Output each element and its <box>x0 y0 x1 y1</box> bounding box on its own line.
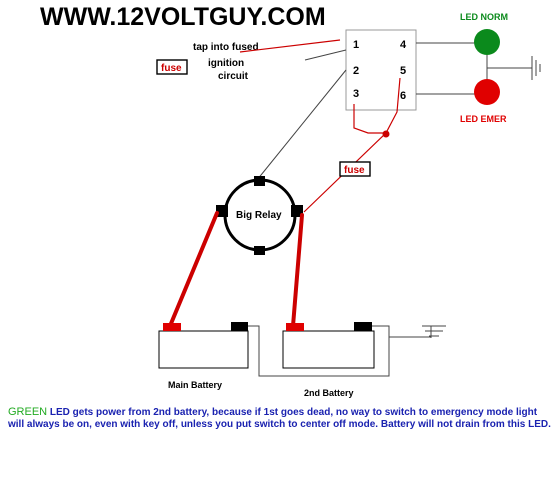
switch-pin-6: 6 <box>400 90 406 102</box>
cable-relay-to-main-battery <box>168 211 219 328</box>
site-title: WWW.12VOLTGUY.COM <box>40 3 326 31</box>
main-battery-positive <box>163 323 181 331</box>
fuse-2-box <box>339 161 371 177</box>
led-emer-icon <box>474 79 500 105</box>
junction-dot <box>382 130 390 138</box>
note-text: LED gets power from 2nd battery, because… <box>8 407 551 430</box>
explanation-note: GREEN LED gets power from 2nd battery, b… <box>8 406 553 431</box>
second-battery-label: 2nd Battery <box>304 388 354 398</box>
rocker-switch: 1 2 3 4 5 6 <box>345 29 417 111</box>
led-emer: LED EMER <box>460 79 507 124</box>
wire-pin3-pin5-loop <box>353 77 401 134</box>
relay-label: Big Relay <box>236 210 282 221</box>
led-wiring <box>416 42 532 95</box>
second-battery: 2nd Battery <box>282 322 375 398</box>
led-ground-icon <box>531 56 541 80</box>
switch-pin-3: 3 <box>353 88 359 100</box>
main-battery: Main Battery <box>158 322 249 390</box>
annotation-line-2: ignition <box>208 58 244 69</box>
led-norm-label: LED NORM <box>460 12 508 22</box>
annotation-line-1: tap into fused <box>193 42 259 53</box>
switch-pin-5: 5 <box>400 65 406 77</box>
wire-battery-ground-link <box>248 325 390 377</box>
annotation-pointer-line <box>239 39 341 53</box>
led-norm-icon <box>474 29 500 55</box>
relay-left-terminal <box>216 205 228 217</box>
fuse-label-2: fuse <box>339 161 371 177</box>
second-battery-negative <box>354 322 372 331</box>
main-battery-label: Main Battery <box>168 380 222 390</box>
relay-right-terminal <box>291 205 303 217</box>
wire-pin1-ignition <box>304 49 347 61</box>
main-battery-body <box>158 330 249 369</box>
relay-ground-terminal <box>254 246 265 255</box>
relay-coil-terminal <box>254 176 265 186</box>
second-battery-body <box>282 330 375 369</box>
switch-pin-1: 1 <box>353 39 359 51</box>
switch-body <box>345 29 417 111</box>
chassis-ground-icon <box>422 325 446 338</box>
fuse-label-1: fuse <box>156 59 188 75</box>
led-norm: LED NORM <box>460 12 508 55</box>
second-battery-positive <box>286 323 304 331</box>
switch-pin-2: 2 <box>353 65 359 77</box>
switch-pin-4: 4 <box>400 39 407 51</box>
main-battery-negative <box>231 322 248 331</box>
cable-relay-to-second-battery <box>291 213 304 328</box>
switch-annotation: tap into fused ignition circuit <box>193 39 341 82</box>
big-relay: Big Relay <box>216 176 303 255</box>
fuse-1-box <box>156 59 188 75</box>
wire-pin2-to-relay <box>256 69 347 181</box>
led-emer-label: LED EMER <box>460 114 507 124</box>
fuse-2-text: fuse <box>344 165 365 176</box>
fuse-1-text: fuse <box>161 63 182 74</box>
note-green-lead: GREEN <box>8 406 48 418</box>
annotation-line-3: circuit <box>218 71 249 82</box>
